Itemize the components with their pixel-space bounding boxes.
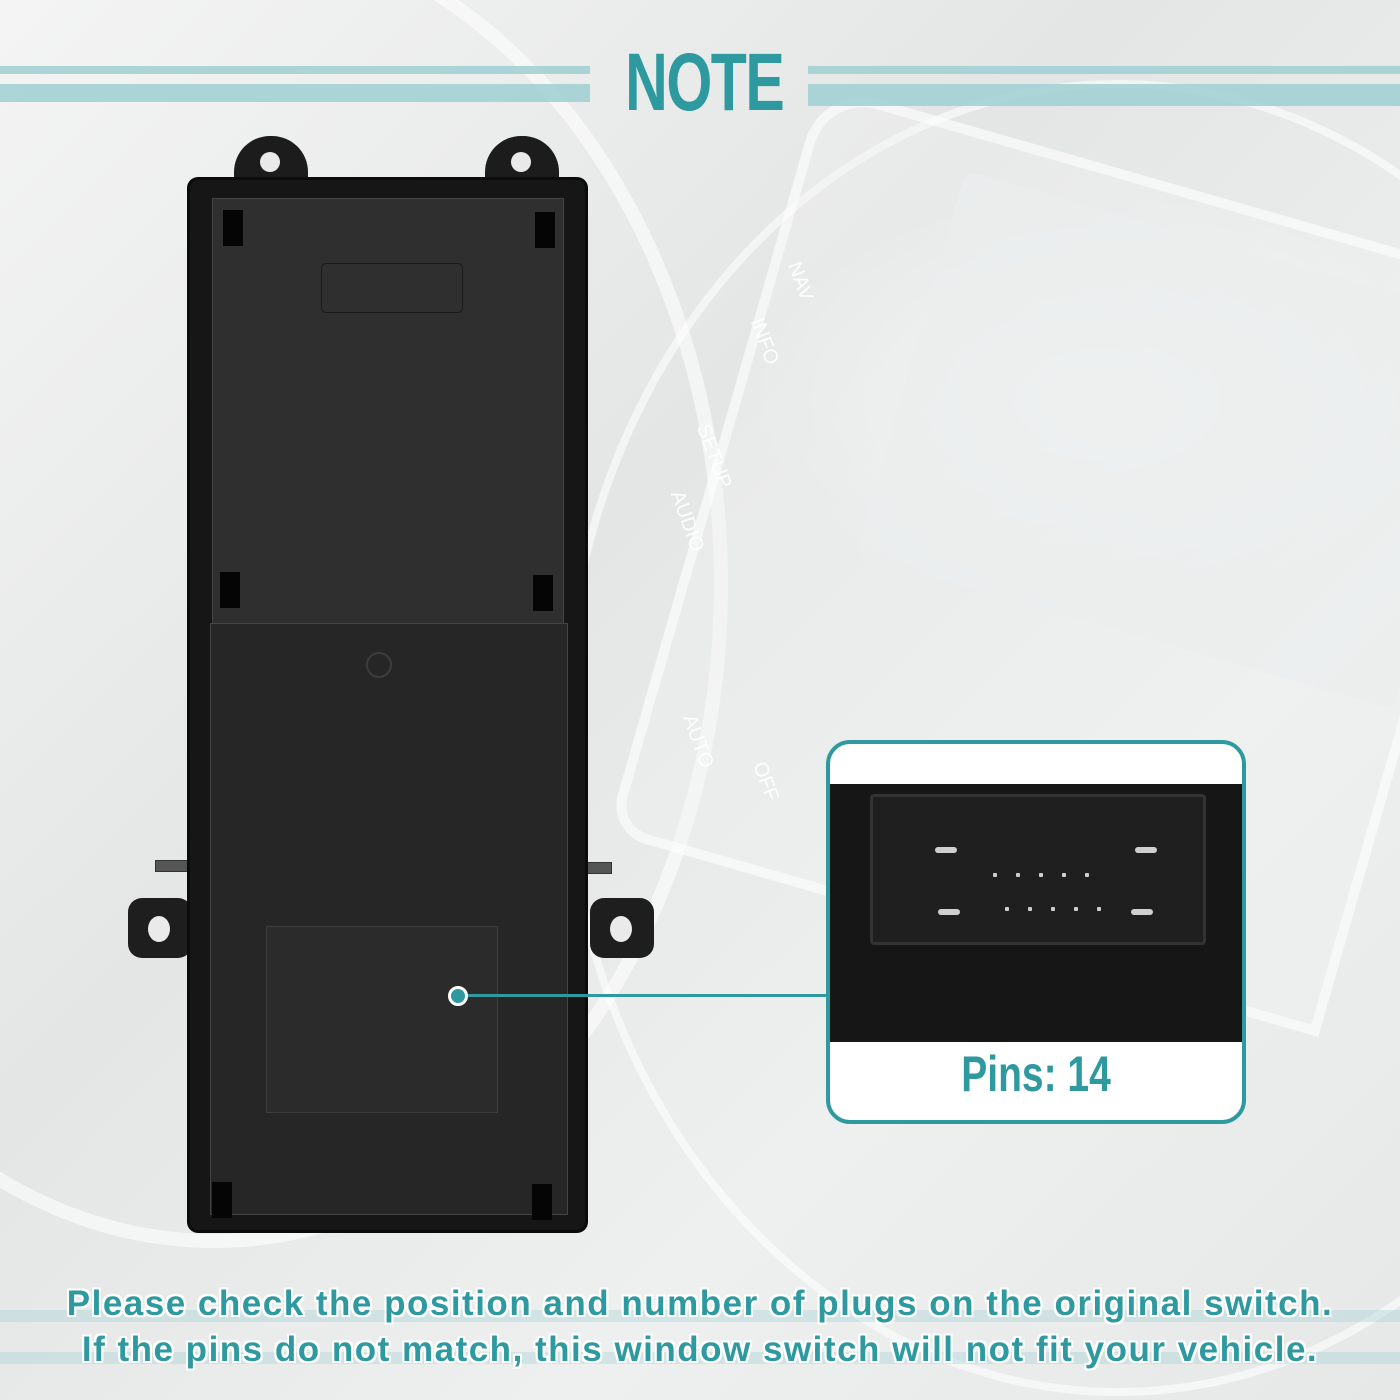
label-recess [321,263,463,313]
clip-slot [535,212,555,248]
pin [1016,873,1020,877]
header-stripe-thin-right [808,66,1400,74]
clip-slot [533,575,553,611]
header-stripe-thick-right [808,84,1400,106]
pin [1074,907,1078,911]
pin [1085,873,1089,877]
clip-slot [223,210,243,246]
footer-note-line-2: If the pins do not match, this window sw… [81,1330,1319,1369]
pin [1051,907,1055,911]
pin [1039,873,1043,877]
pin [993,873,997,877]
pin [938,909,960,915]
mounting-lug-side-left [128,898,192,958]
callout-leader-line [466,994,828,997]
header-stripe-thick-left [0,84,590,102]
clip-slot [532,1184,552,1220]
footer-note-line-1: Please check the position and number of … [66,1284,1334,1323]
pin [1097,907,1101,911]
callout-pointer-dot [448,986,468,1006]
page-title: NOTE [625,37,785,128]
mounting-lug-side-right [590,898,654,958]
pin-housing [870,794,1206,945]
pin [1005,907,1009,911]
connector-body [266,926,498,1113]
top-cover-plate [212,198,564,624]
clip-slot [220,572,240,608]
footer-stripe [0,1352,1400,1364]
pin [1135,847,1157,853]
pins-count-label: Pins: 14 [961,1046,1111,1102]
pin [1028,907,1032,911]
connector-closeup-photo [830,784,1242,1042]
clip-slot [212,1182,232,1218]
header-stripe-thin-left [0,66,590,74]
footer-stripe [0,1310,1400,1322]
screw-boss [366,652,392,678]
pin [1062,873,1066,877]
pin [935,847,957,853]
pin [1131,909,1153,915]
pins-callout: Pins: 14 [826,740,1246,1124]
